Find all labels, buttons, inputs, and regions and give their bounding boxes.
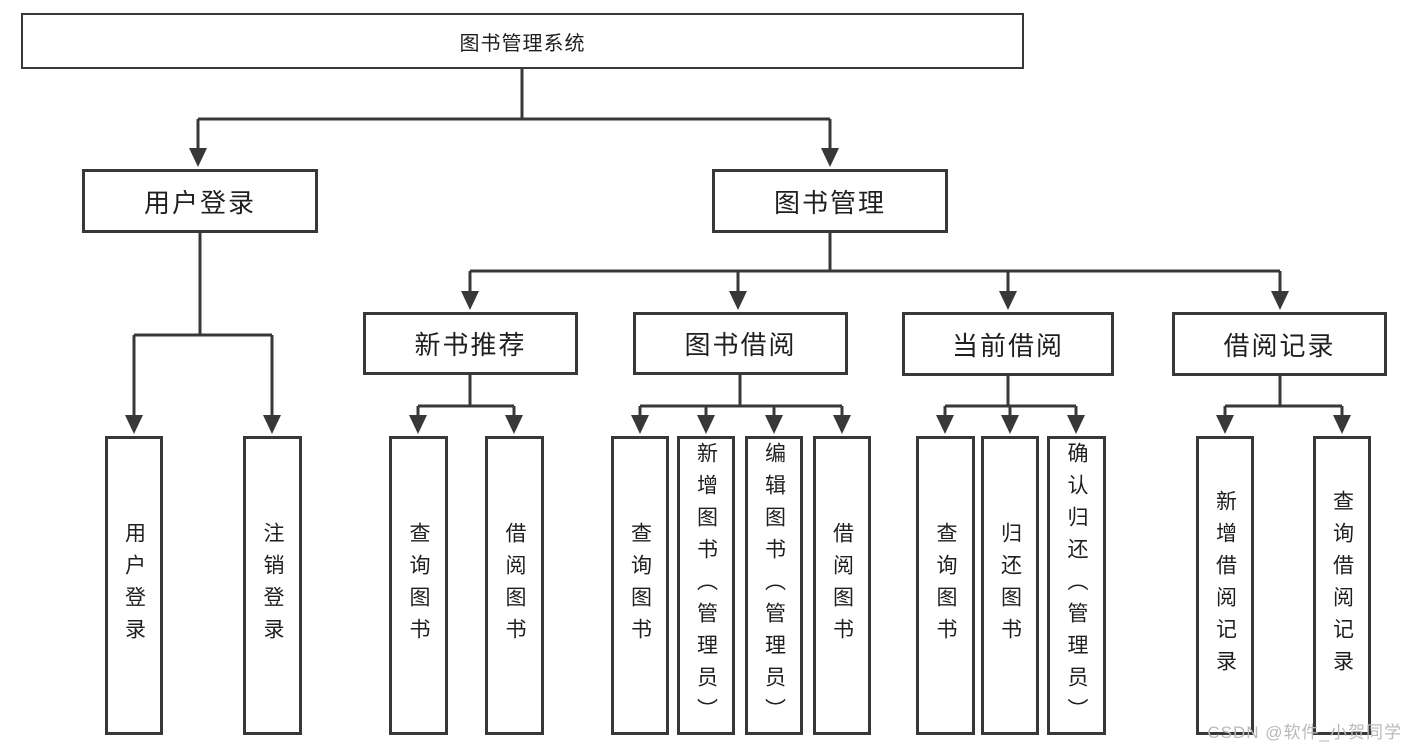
- node-book-borrowing: 图书借阅: [633, 312, 848, 375]
- node-user-login: 用户登录: [82, 169, 318, 233]
- node-query-books-current: 查询图书: [916, 436, 975, 735]
- node-borrowing-records: 借阅记录: [1172, 312, 1387, 376]
- node-label: 新增借阅记录: [1213, 489, 1237, 682]
- node-add-books-admin: 新增图书（管理员）: [677, 436, 735, 735]
- node-label: 查询借阅记录: [1330, 489, 1354, 682]
- node-query-books-recommend: 查询图书: [389, 436, 448, 735]
- node-label: 查询图书: [407, 521, 431, 650]
- node-label: 编辑图书（管理员）: [762, 441, 786, 730]
- node-label: 用户登录: [122, 521, 146, 650]
- node-current-borrowing: 当前借阅: [902, 312, 1114, 376]
- node-logout: 注销登录: [243, 436, 302, 735]
- node-label: 查询图书: [628, 521, 652, 650]
- node-label: 归还图书: [998, 521, 1022, 650]
- node-return-books: 归还图书: [981, 436, 1039, 735]
- node-library-management-system: 图书管理系统: [21, 13, 1024, 69]
- node-query-borrow-record: 查询借阅记录: [1313, 436, 1371, 735]
- node-query-books-borrowing: 查询图书: [611, 436, 669, 735]
- node-book-management: 图书管理: [712, 169, 948, 233]
- node-label: 新增图书（管理员）: [694, 441, 718, 730]
- node-user-login-leaf: 用户登录: [105, 436, 163, 735]
- node-label: 查询图书: [934, 521, 958, 650]
- csdn-watermark: CSDN @软件_小贺同学: [1207, 723, 1402, 742]
- node-edit-books-admin: 编辑图书（管理员）: [745, 436, 803, 735]
- node-add-borrow-record: 新增借阅记录: [1196, 436, 1254, 735]
- node-borrow-books-recommend: 借阅图书: [485, 436, 544, 735]
- node-label: 借阅图书: [503, 521, 527, 650]
- node-new-book-recommend: 新书推荐: [363, 312, 578, 375]
- node-label: 确认归还（管理员）: [1065, 441, 1089, 730]
- node-label: 借阅图书: [830, 521, 854, 650]
- node-label: 注销登录: [261, 521, 285, 650]
- node-borrow-books: 借阅图书: [813, 436, 871, 735]
- node-confirm-return-admin: 确认归还（管理员）: [1047, 436, 1106, 735]
